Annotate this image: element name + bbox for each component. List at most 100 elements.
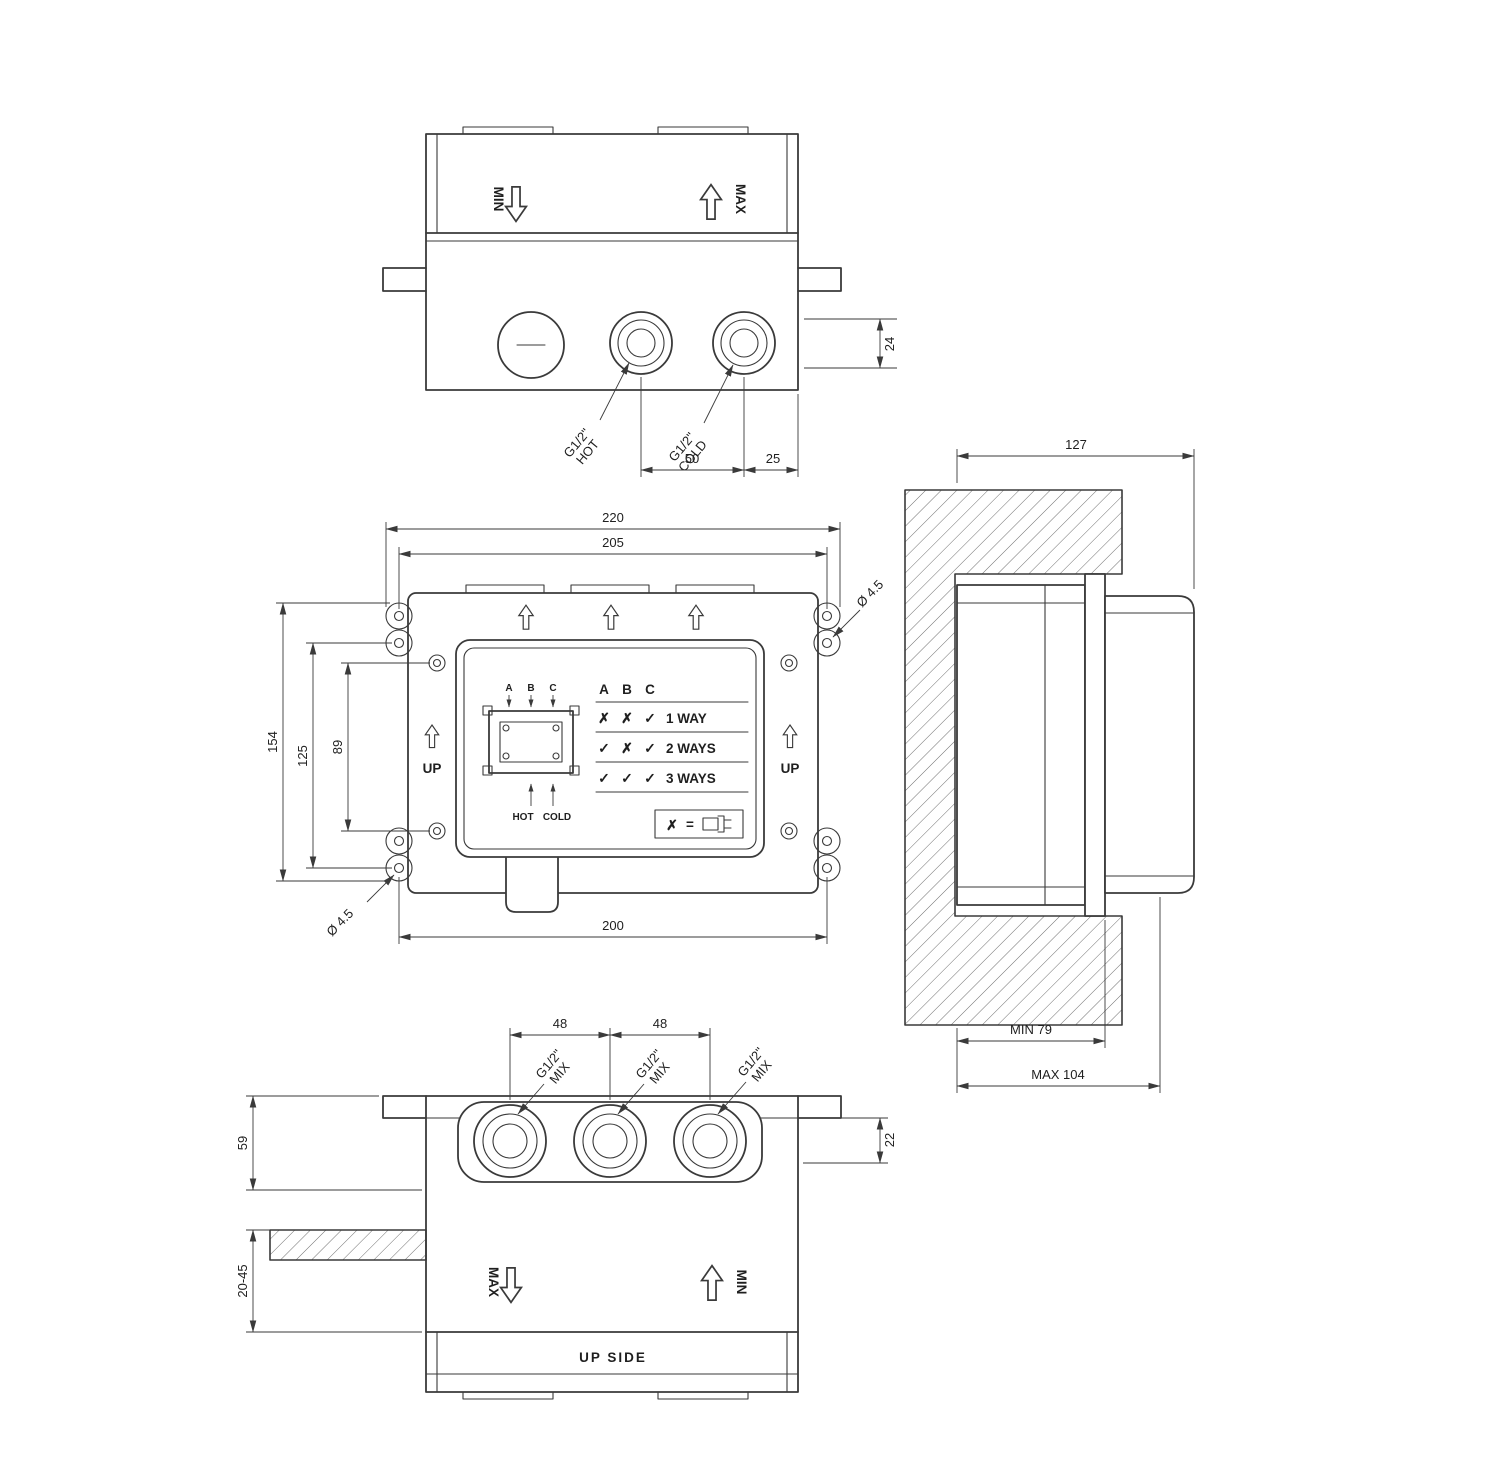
- dim-text: 20-45: [235, 1264, 250, 1297]
- bottom-tab: [505, 857, 559, 913]
- plug-icon: [702, 815, 732, 833]
- row-label: 1 WAY: [666, 711, 707, 726]
- table-col-b: B: [622, 682, 632, 697]
- dim-port-edge-25: 25: [743, 394, 799, 477]
- dim-outlet-spacing-48-right: 48: [609, 1016, 711, 1100]
- front-cover-side: [1104, 595, 1195, 894]
- port-c-label: C: [549, 683, 556, 694]
- front-view: UP UP A B C HOT COLD A B: [265, 510, 886, 944]
- port-b-label: B: [527, 683, 534, 694]
- mark: ✗: [598, 710, 610, 726]
- dim-text: 200: [602, 918, 624, 933]
- dim-text: Ø 4.5: [323, 906, 356, 939]
- dim-total-depth-127: 127: [956, 437, 1195, 589]
- legend-box: ✗ =: [654, 809, 744, 839]
- dim-port-spacing-50: 50: [640, 377, 745, 477]
- legend-equals: =: [686, 817, 694, 832]
- hot-feed-label: HOT: [512, 812, 533, 823]
- dim-screw-span-89: 89: [330, 662, 430, 832]
- dim-text: 127: [1065, 437, 1087, 452]
- table-col-a: A: [599, 682, 609, 697]
- mark: ✓: [621, 770, 633, 786]
- bottom-view: G1/2" MIX G1/2" MIX G1/2" MIX 48 48: [235, 1016, 897, 1400]
- dim-overall-height-154: 154: [265, 602, 390, 882]
- dim-text: 89: [330, 740, 345, 754]
- inner-box-lip: [463, 647, 757, 850]
- mix-outlet: [573, 1104, 647, 1178]
- hole-dia-callout-bottom: Ø 4.5: [323, 874, 395, 939]
- dim-text: 50: [685, 451, 699, 466]
- table-row: ✗ ✗ ✓ 1 WAY: [598, 710, 707, 726]
- min-label: MIN: [491, 187, 506, 212]
- dim-text: 220: [602, 510, 624, 525]
- cold-inlet-port: [712, 311, 776, 375]
- box-body-top-outline: [425, 133, 799, 391]
- dim-max-recess-104: MAX 104: [956, 897, 1161, 1093]
- hot-port-label: G1/2" HOT: [560, 425, 602, 467]
- mounting-flange-left: [382, 267, 427, 292]
- row-label: 2 WAYS: [666, 741, 716, 756]
- flange-left: [382, 1095, 427, 1119]
- knockout-plug: [497, 311, 565, 379]
- dim-text: 154: [265, 731, 280, 753]
- mix-outlet-label: G1/2" MIX: [734, 1044, 774, 1084]
- dim-overall-width-220: 220: [385, 510, 841, 607]
- port-a-label: A: [505, 683, 512, 694]
- mix-outlet-label: G1/2" MIX: [532, 1046, 572, 1086]
- dim-plaster-range-20-45: 20-45: [235, 1229, 422, 1333]
- ways-table: A B C ✗ ✗ ✓ 1 WAY ✓ ✗ ✓ 2 WAYS ✓ ✓ ✓: [595, 682, 749, 793]
- dim-lower-width-200: 200: [398, 877, 828, 944]
- mark: ✗: [621, 710, 633, 726]
- top-view: MIN MAX G1/2" HOT G1/2" COLD: [382, 126, 897, 477]
- mix-outlet: [473, 1104, 547, 1178]
- table-col-c: C: [645, 682, 655, 697]
- mark: ✓: [644, 770, 656, 786]
- inner-box-outline: [455, 639, 765, 858]
- mounting-flange-right: [797, 267, 842, 292]
- up-side-label: UP SIDE: [579, 1350, 647, 1365]
- dim-hole-span-205: 205: [398, 535, 828, 609]
- dim-text: 125: [295, 745, 310, 767]
- up-label-left: UP: [423, 761, 442, 776]
- dim-port-depth-24: 24: [804, 318, 897, 369]
- up-label-right: UP: [781, 761, 800, 776]
- wall-section: [904, 489, 1123, 1026]
- dim-outlet-depth-22: 22: [803, 1117, 897, 1164]
- box-body-side: [956, 584, 1086, 906]
- mark: ✓: [644, 710, 656, 726]
- min-label: MIN: [734, 1270, 749, 1295]
- dim-text: MAX 104: [1031, 1067, 1084, 1082]
- dim-text: 59: [235, 1136, 250, 1150]
- dim-min-recess-79: MIN 79: [956, 920, 1106, 1093]
- mark: ✗: [621, 740, 633, 756]
- legend-mark: ✗: [666, 817, 678, 833]
- mix-outlet-label: G1/2" MIX: [632, 1046, 672, 1086]
- dim-text: MIN 79: [1010, 1022, 1052, 1037]
- valve-cartridge: A B C HOT COLD: [482, 683, 580, 823]
- hot-inlet-port: [609, 311, 673, 375]
- dim-outlet-spacing-48-left: 48: [509, 1016, 611, 1100]
- mark: ✓: [644, 740, 656, 756]
- dim-hole-span-v-125: 125: [295, 642, 392, 869]
- row-label: 3 WAYS: [666, 771, 716, 786]
- max-label: MAX: [486, 1267, 501, 1297]
- finished-wall-strip: [269, 1229, 427, 1261]
- dim-text: 205: [602, 535, 624, 550]
- max-label: MAX: [733, 184, 748, 214]
- dim-text: 48: [553, 1016, 567, 1031]
- cold-feed-label: COLD: [543, 812, 571, 823]
- lid-tab: [462, 1391, 554, 1400]
- table-row: ✓ ✗ ✓ 2 WAYS: [598, 740, 716, 756]
- mark: ✓: [598, 740, 610, 756]
- dim-text: 48: [653, 1016, 667, 1031]
- dim-text: 24: [882, 337, 897, 351]
- dim-text: Ø 4.5: [853, 577, 886, 610]
- mix-outlet: [673, 1104, 747, 1178]
- flange-right: [797, 1095, 842, 1119]
- dim-text: 22: [882, 1133, 897, 1147]
- hole-dia-callout-top: Ø 4.5: [832, 577, 886, 638]
- dim-text: 25: [766, 451, 780, 466]
- lid-tab: [657, 1391, 749, 1400]
